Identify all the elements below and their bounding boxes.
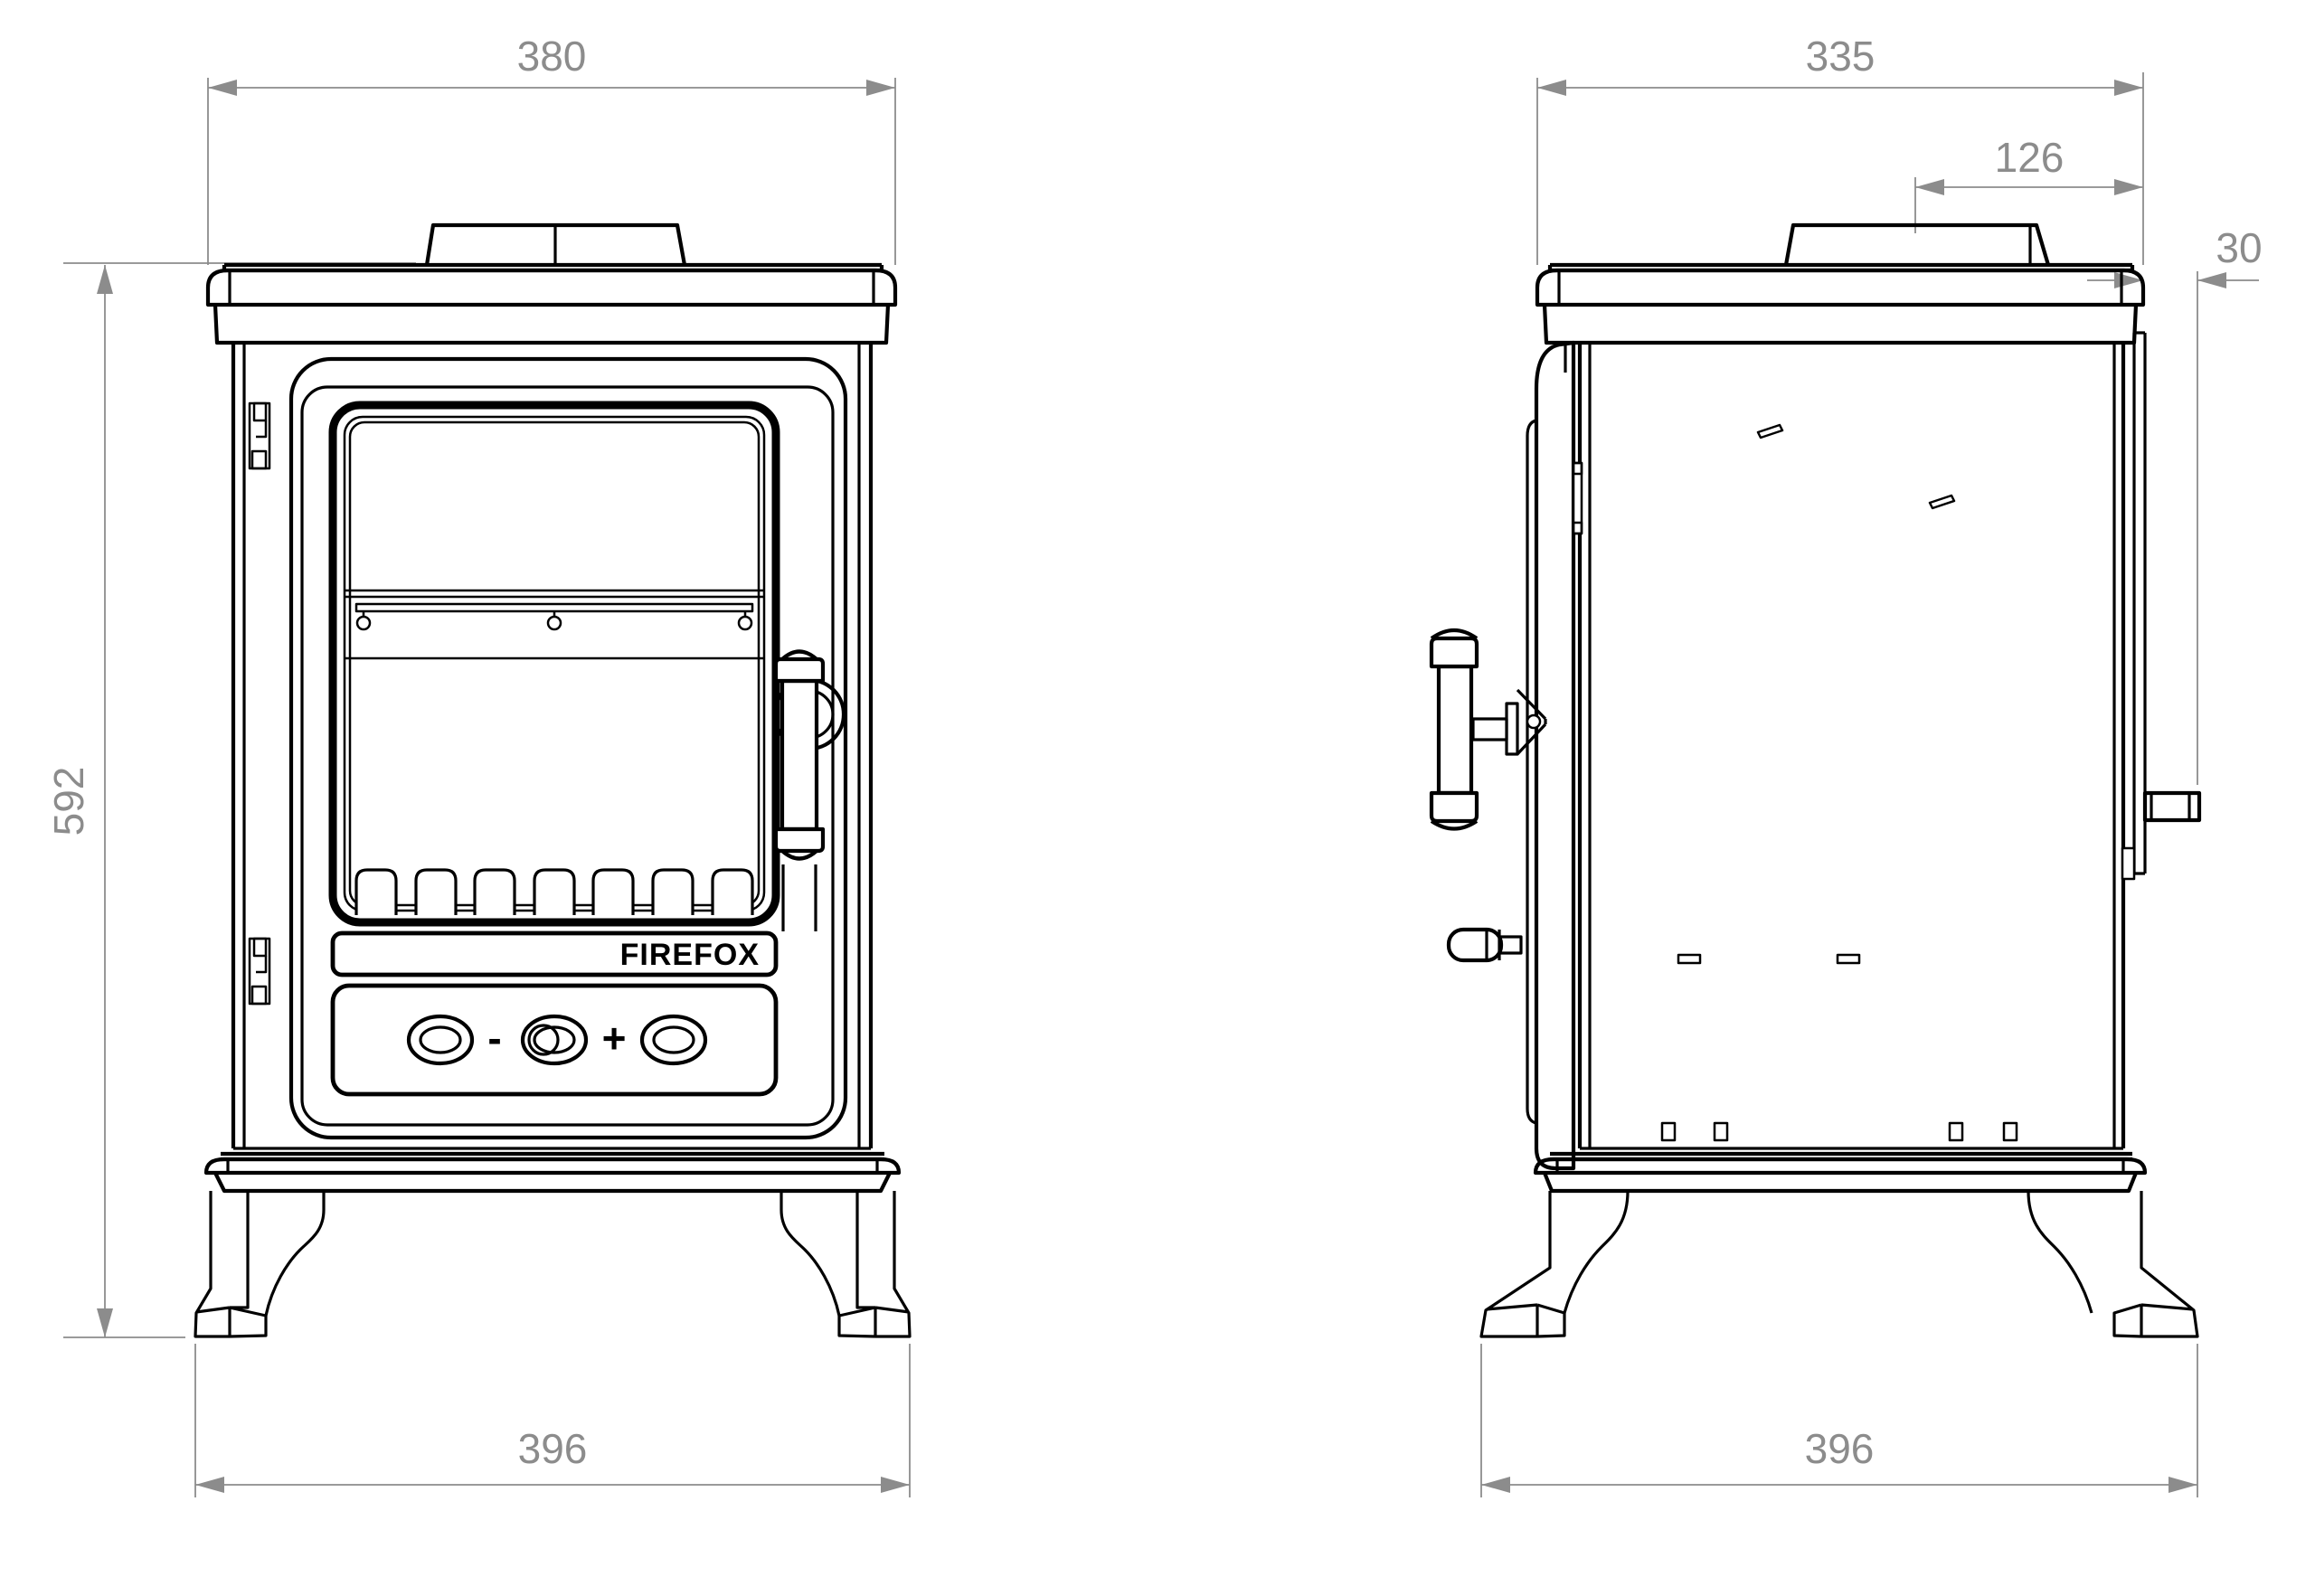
air-control-left bbox=[406, 1014, 475, 1066]
door-glass bbox=[328, 401, 780, 927]
side-view-dimensions: 335 126 30 396 bbox=[1480, 33, 2263, 1497]
rear-bracket bbox=[2121, 846, 2136, 881]
door-glass-side-edge bbox=[1526, 419, 1537, 1125]
side-flue-offset-label: 126 bbox=[1995, 134, 2065, 181]
plus-label: + bbox=[602, 1015, 627, 1062]
slot-v2 bbox=[1713, 1121, 1729, 1142]
side-top-depth-label: 335 bbox=[1806, 33, 1876, 80]
top-plate-side bbox=[1535, 262, 2146, 345]
grate-scallop-tabs bbox=[354, 868, 754, 915]
flue-collar-side bbox=[1783, 222, 2051, 266]
control-panel: - + bbox=[330, 983, 779, 1097]
rear-heat-shield bbox=[2132, 331, 2147, 875]
slot-h1 bbox=[1677, 953, 1702, 965]
air-control-center bbox=[520, 1014, 589, 1066]
brand-plate: FIREFOX bbox=[330, 930, 779, 977]
air-control-right bbox=[639, 1014, 708, 1066]
front-view-dimensions: 380 592 396 bbox=[45, 33, 911, 1497]
leg-side-front bbox=[1479, 1190, 1630, 1338]
door-hinge-bottom bbox=[248, 937, 271, 1006]
side-rear-projection-label: 30 bbox=[2216, 224, 2262, 271]
slot-v3 bbox=[1948, 1121, 1964, 1142]
leg-front-right bbox=[780, 1191, 912, 1338]
slot-v1 bbox=[1660, 1121, 1677, 1142]
leg-front-left bbox=[194, 1191, 326, 1338]
front-feet-width-label: 396 bbox=[518, 1425, 588, 1472]
slot-h2 bbox=[1836, 953, 1861, 965]
front-top-width-label: 380 bbox=[517, 33, 587, 80]
side-feet-depth-label: 396 bbox=[1805, 1425, 1875, 1472]
panel-tick-1 bbox=[1756, 423, 1784, 439]
plinth-front bbox=[203, 1151, 902, 1194]
plinth-side bbox=[1533, 1151, 2148, 1194]
air-knob-side bbox=[1446, 927, 1523, 963]
slot-v4 bbox=[2002, 1121, 2018, 1142]
door-handle-side bbox=[1429, 628, 1547, 831]
leg-side-rear bbox=[2027, 1190, 2199, 1338]
minus-label: - bbox=[487, 1015, 501, 1062]
brand-label: FIREFOX bbox=[620, 938, 760, 972]
handle-bar-side bbox=[1436, 664, 1474, 796]
side-view bbox=[1429, 222, 2202, 1338]
top-plate-front bbox=[205, 262, 898, 345]
stove-body-front bbox=[231, 343, 874, 1150]
panel-tick-2 bbox=[1928, 494, 1956, 510]
front-height-label: 592 bbox=[45, 767, 92, 836]
stove-door bbox=[288, 356, 848, 1140]
rear-flue-boss bbox=[2142, 790, 2202, 823]
stove-body-side bbox=[1577, 331, 2202, 1150]
airwash-baffle bbox=[345, 589, 764, 660]
door-latch-side bbox=[1572, 461, 1583, 535]
door-handle-front bbox=[772, 649, 846, 931]
front-view: FIREFOX - + bbox=[194, 222, 912, 1338]
door-hinge-top bbox=[248, 401, 271, 470]
door-side-profile bbox=[1526, 340, 1583, 1171]
